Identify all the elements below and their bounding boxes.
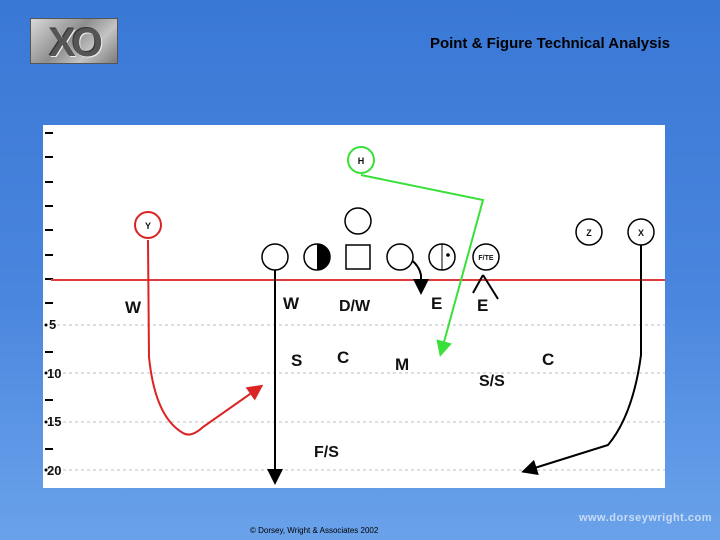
player-guard-right bbox=[386, 243, 414, 271]
yard-dots bbox=[44, 323, 48, 472]
website-link[interactable]: www.dorseywright.com bbox=[578, 512, 712, 524]
yard-label-15: 15 bbox=[47, 414, 61, 429]
defender-e-right: E bbox=[477, 296, 488, 315]
player-z bbox=[575, 218, 603, 246]
route-y bbox=[147, 239, 264, 436]
defender-c-right: C bbox=[542, 350, 554, 369]
player-x bbox=[627, 218, 655, 246]
route-x bbox=[521, 245, 642, 476]
label-fte: F/TE bbox=[478, 255, 493, 262]
page-title: Point & Figure Technical Analysis bbox=[429, 35, 670, 52]
route-h bbox=[360, 174, 485, 357]
defender-fs: F/S bbox=[314, 444, 339, 461]
hash-marks bbox=[45, 132, 53, 450]
yard-label-20: 20 bbox=[47, 463, 61, 478]
label-h: H bbox=[358, 156, 365, 166]
play-diagram: 5 10 15 20 bbox=[43, 125, 665, 488]
yard-lines bbox=[51, 324, 665, 471]
defender-c-left: C bbox=[337, 348, 349, 367]
player-y bbox=[134, 211, 162, 239]
player-center bbox=[345, 244, 371, 270]
player-te bbox=[472, 243, 500, 271]
xo-logo: XO bbox=[30, 18, 118, 65]
defender-m: M bbox=[395, 355, 409, 374]
player-tackle-left bbox=[261, 243, 289, 271]
yard-label-5: 5 bbox=[49, 317, 56, 332]
tackle-dot bbox=[446, 253, 450, 257]
defender-dw: D/W bbox=[339, 298, 371, 315]
guard-half-fill bbox=[317, 244, 330, 270]
play-diagram-svg: 5 10 15 20 bbox=[44, 132, 665, 485]
yard-label-10: 10 bbox=[47, 366, 61, 381]
defender-s: S bbox=[291, 351, 302, 370]
defender-w-left: W bbox=[125, 298, 142, 317]
defender-ss: S/S bbox=[479, 373, 505, 390]
defender-e-left: E bbox=[431, 294, 442, 313]
player-qb bbox=[344, 207, 372, 235]
label-y: Y bbox=[145, 221, 151, 231]
label-x: X bbox=[638, 228, 644, 238]
route-te-block bbox=[472, 274, 499, 300]
logo-text: XO bbox=[49, 21, 103, 65]
player-h bbox=[347, 146, 375, 174]
defender-w: W bbox=[283, 294, 300, 313]
copyright-text: © Dorsey, Wright & Associates 2002 bbox=[250, 526, 379, 535]
label-z: Z bbox=[586, 228, 592, 238]
